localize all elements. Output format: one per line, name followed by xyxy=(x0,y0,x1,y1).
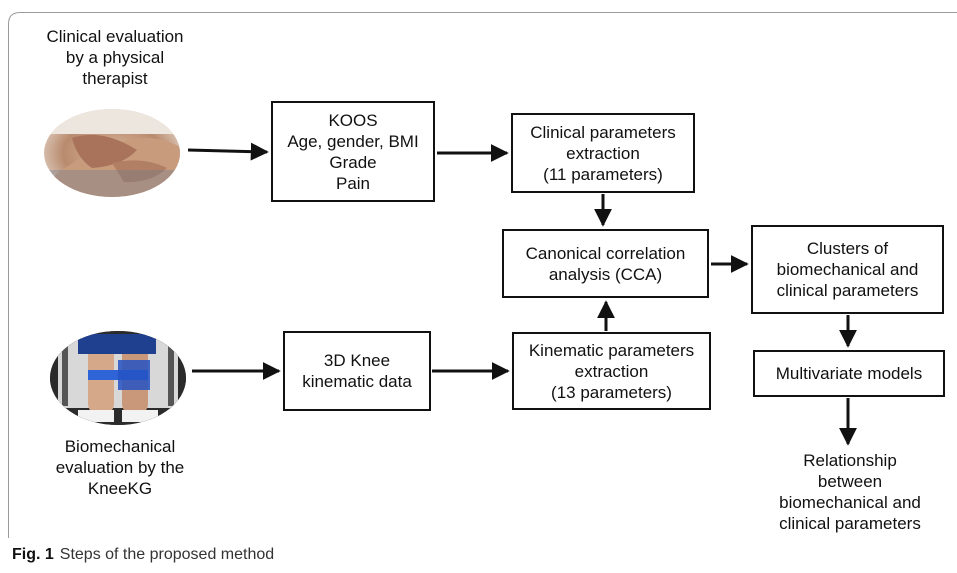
figure-label: Fig. 1 xyxy=(12,546,54,563)
figure-caption-text: Steps of the proposed method xyxy=(59,546,275,563)
clinical-photo-image xyxy=(44,109,180,197)
arrow-clinical-to-koos xyxy=(187,142,269,161)
relationship-output-label: Relationship between biomechanical and c… xyxy=(779,451,921,533)
clinical-parameters-extraction-box: Clinical parameters extraction (11 param… xyxy=(511,113,695,193)
multivariate-models-box: Multivariate models xyxy=(753,350,945,397)
frame-top-line xyxy=(20,12,957,13)
kinematic-parameters-extraction-box: Kinematic parameters extraction (13 para… xyxy=(512,332,711,410)
clusters-box: Clusters of biomechanical and clinical p… xyxy=(751,225,944,314)
frame-left-line xyxy=(8,24,9,538)
frame-corner xyxy=(8,12,21,25)
knee-kinematic-data-box: 3D Knee kinematic data xyxy=(283,331,431,411)
biomechanical-evaluation-label: Biomechanical evaluation by the KneeKG xyxy=(55,437,185,498)
kneekg-photo-image xyxy=(50,331,186,425)
cca-box: Canonical correlation analysis (CCA) xyxy=(502,229,709,298)
koos-parameters-box: KOOS Age, gender, BMI Grade Pain xyxy=(271,101,435,202)
figure-caption: Fig. 1 Steps of the proposed method xyxy=(12,546,274,564)
clinical-evaluation-label: Clinical evaluation by a physical therap… xyxy=(46,27,184,88)
